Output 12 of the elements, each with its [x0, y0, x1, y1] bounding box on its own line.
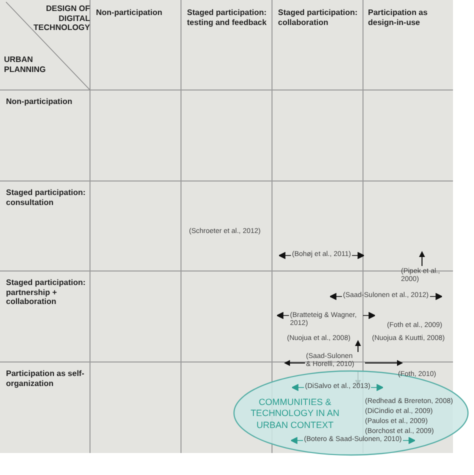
header-text: Staged participation: collaboration: [278, 8, 358, 27]
header-text: URBAN PLANNING: [4, 55, 46, 74]
header-text: Participation as design-in-use: [368, 8, 428, 27]
header-text: Non-participation: [6, 97, 72, 106]
header-text: Non-participation: [96, 8, 162, 17]
header-text: Staged participation: partnership + collaboration: [6, 278, 86, 306]
header-text: Staged participation: consultation: [6, 188, 86, 207]
region-title: COMMUNITIES & TECHNOLOGY IN AN URBAN CONTEXT: [250, 397, 340, 431]
header-text: DESIGN OF DIGITAL TECHNOLOGY: [32, 4, 90, 33]
header-text: Staged participation: testing and feedback: [187, 8, 267, 27]
header-text: Participation as self-organization: [6, 369, 84, 388]
ellipse-region: [232, 369, 470, 457]
